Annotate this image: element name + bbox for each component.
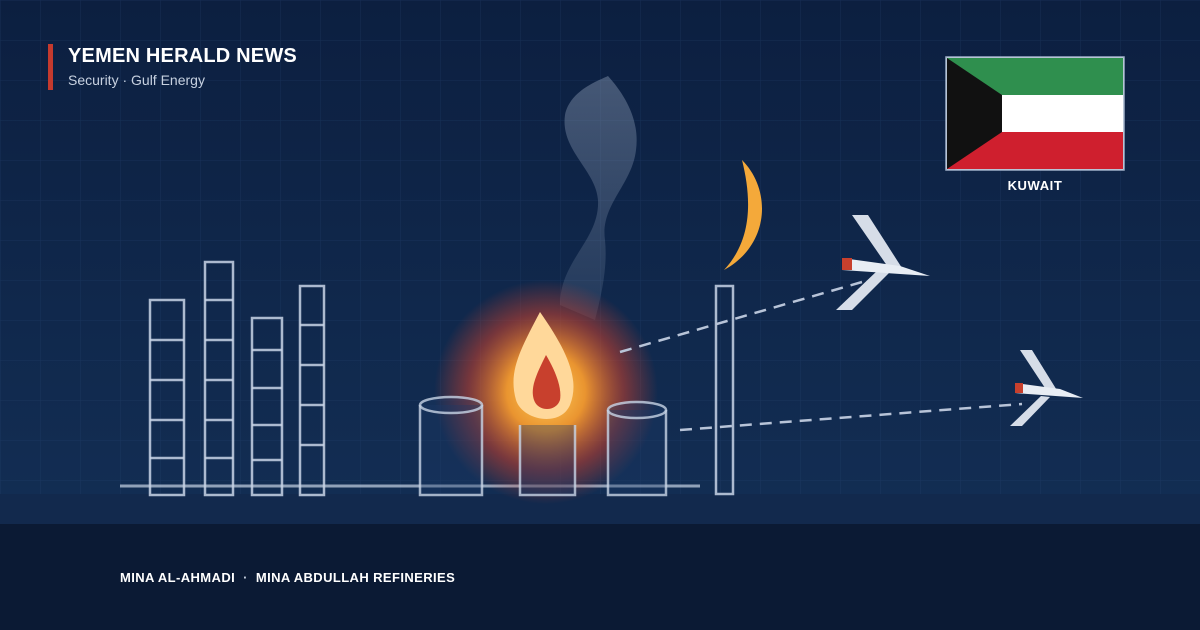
ground-strip xyxy=(0,494,1200,524)
drone-trajectory-1 xyxy=(619,280,863,354)
refinery-tower-icon xyxy=(148,260,326,497)
kuwait-flag xyxy=(945,56,1125,171)
drone-icon xyxy=(1010,350,1083,426)
smoke-icon xyxy=(560,76,637,320)
location-1: MINA AL-AHMADI xyxy=(120,570,236,585)
flame-icon xyxy=(513,312,574,419)
caption-separator: · xyxy=(243,570,248,585)
drone-trajectory-2 xyxy=(679,402,1023,432)
storage-tank-icon xyxy=(418,395,668,497)
flag-country-label: KUWAIT xyxy=(1007,178,1063,193)
location-caption: MINA AL-AHMADI · MINA ABDULLAH REFINERIES xyxy=(120,570,455,585)
location-2: MINA ABDULLAH REFINERIES xyxy=(255,570,456,585)
brand-section: Security · Gulf Energy xyxy=(68,72,205,88)
crescent-flare-icon xyxy=(724,160,762,270)
chimney-icon xyxy=(714,284,735,496)
ground xyxy=(0,524,1200,630)
drone-icon xyxy=(836,215,930,310)
brand-title: YEMEN HERALD NEWS xyxy=(68,45,297,67)
brand-block: YEMEN HERALD NEWS Security · Gulf Energy xyxy=(48,44,297,90)
